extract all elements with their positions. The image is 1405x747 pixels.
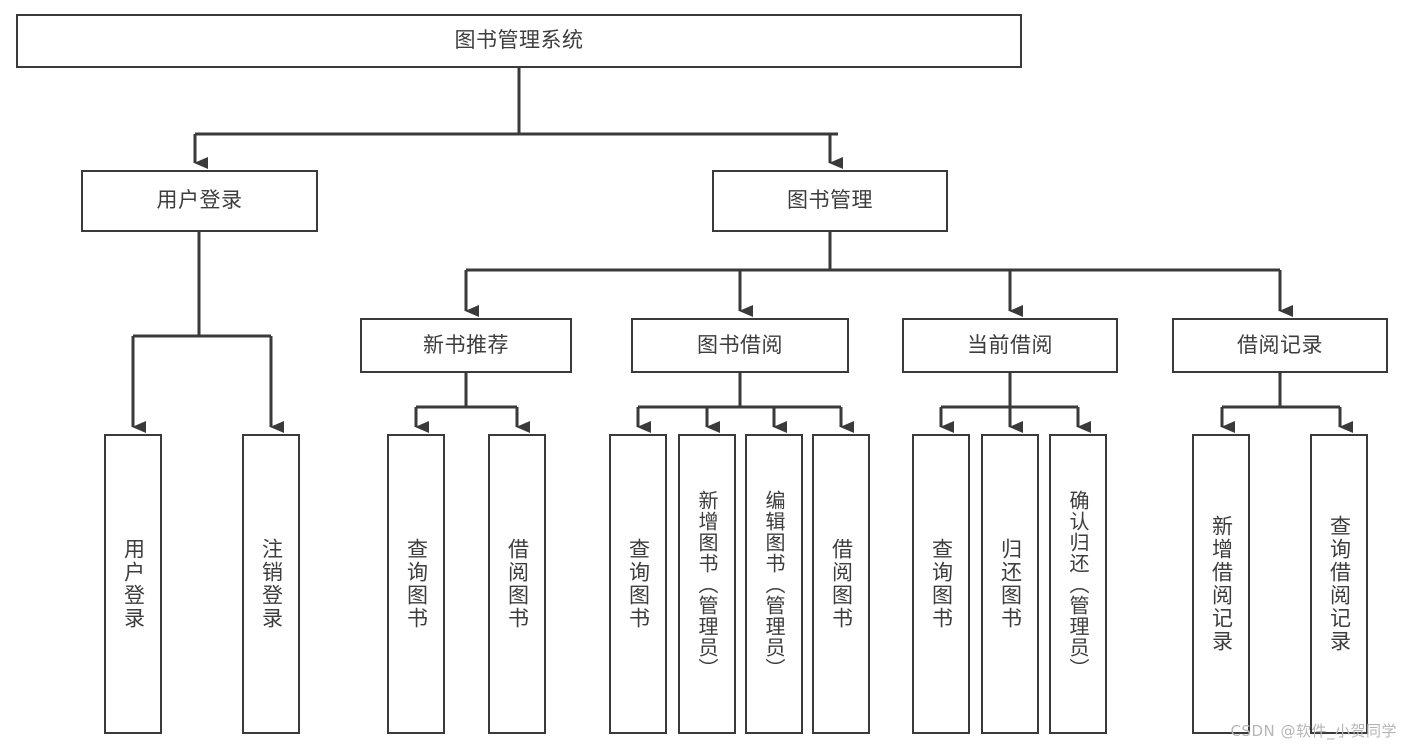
node-new-book-recommend-label: 新书推荐	[423, 332, 509, 357]
leaf-borrow-edit-book[interactable]: 编辑图书（管理员）	[745, 434, 803, 734]
leaf-recommend-borrow-book-label: 借阅图书	[505, 538, 530, 630]
node-current-borrow-label: 当前借阅	[967, 332, 1053, 357]
leaf-borrow-borrow-book[interactable]: 借阅图书	[812, 434, 870, 734]
leaf-record-add-record[interactable]: 新增借阅记录	[1192, 434, 1250, 734]
node-current-borrow[interactable]: 当前借阅	[902, 318, 1118, 373]
leaf-record-add-record-label: 新增借阅记录	[1209, 515, 1234, 653]
leaf-current-return-book-label: 归还图书	[998, 538, 1023, 630]
leaf-user-login-signin[interactable]: 用户登录	[104, 434, 162, 734]
leaf-user-login-signin-label: 用户登录	[121, 538, 146, 630]
csdn-watermark: CSDN @软件_小贺同学	[1230, 722, 1397, 740]
node-new-book-recommend[interactable]: 新书推荐	[360, 318, 572, 373]
leaf-borrow-add-book-label: 新增图书（管理员）	[695, 489, 719, 679]
leaf-user-login-signout[interactable]: 注销登录	[242, 434, 300, 734]
leaf-current-return-book[interactable]: 归还图书	[981, 434, 1039, 734]
node-book-borrow[interactable]: 图书借阅	[631, 318, 849, 373]
node-book-borrow-label: 图书借阅	[697, 332, 783, 357]
node-book-management-label: 图书管理	[787, 188, 873, 213]
leaf-borrow-add-book[interactable]: 新增图书（管理员）	[678, 434, 736, 734]
node-user-login-label: 用户登录	[156, 188, 243, 213]
node-borrow-record-label: 借阅记录	[1237, 332, 1323, 357]
node-book-management[interactable]: 图书管理	[712, 170, 948, 232]
leaf-current-confirm-return[interactable]: 确认归还（管理员）	[1049, 434, 1107, 734]
leaf-borrow-query-book-label: 查询图书	[626, 538, 651, 630]
leaf-record-query-record[interactable]: 查询借阅记录	[1310, 434, 1368, 734]
leaf-current-query-book-label: 查询图书	[929, 538, 954, 630]
node-user-login[interactable]: 用户登录	[81, 170, 318, 232]
node-root[interactable]: 图书管理系统	[16, 14, 1022, 68]
node-root-label: 图书管理系统	[454, 28, 584, 53]
leaf-borrow-borrow-book-label: 借阅图书	[829, 538, 854, 630]
leaf-current-confirm-return-label: 确认归还（管理员）	[1066, 489, 1090, 679]
leaf-record-query-record-label: 查询借阅记录	[1327, 515, 1352, 653]
leaf-borrow-edit-book-label: 编辑图书（管理员）	[762, 489, 786, 679]
leaf-current-query-book[interactable]: 查询图书	[912, 434, 970, 734]
node-borrow-record[interactable]: 借阅记录	[1172, 318, 1388, 373]
leaf-borrow-query-book[interactable]: 查询图书	[609, 434, 667, 734]
leaf-recommend-query-book-label: 查询图书	[404, 538, 429, 630]
leaf-recommend-borrow-book[interactable]: 借阅图书	[488, 434, 546, 734]
leaf-recommend-query-book[interactable]: 查询图书	[387, 434, 445, 734]
leaf-user-login-signout-label: 注销登录	[259, 538, 284, 630]
